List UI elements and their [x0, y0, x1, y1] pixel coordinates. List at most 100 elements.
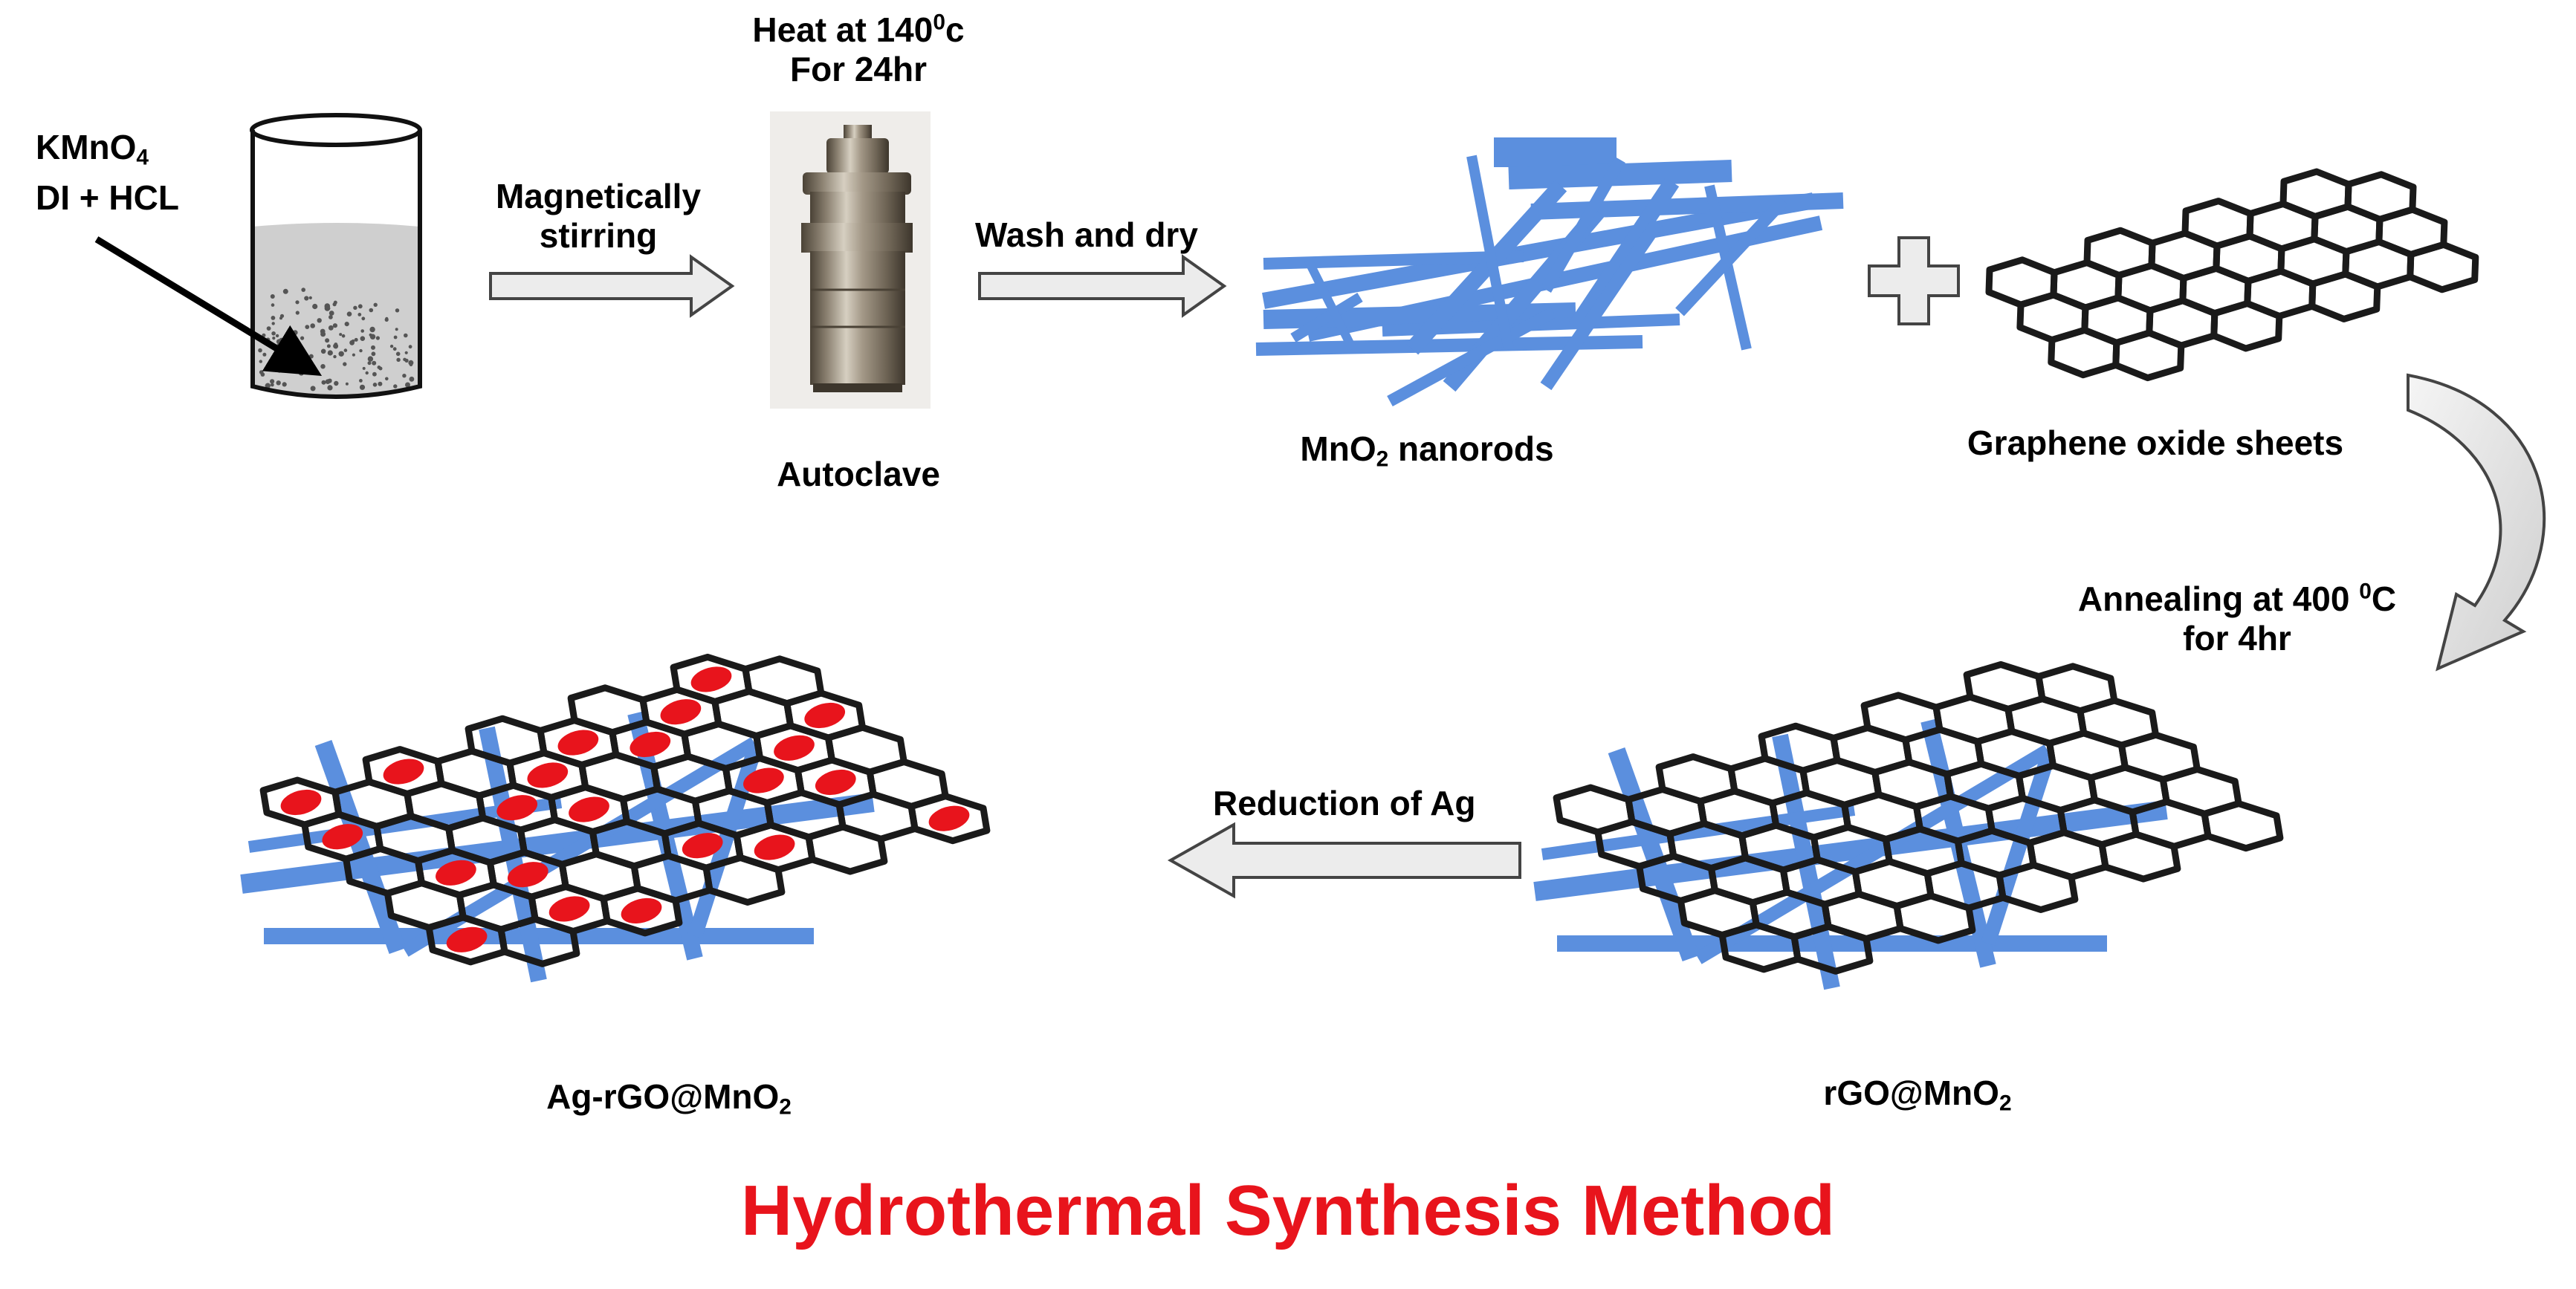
particle-dot	[409, 376, 415, 382]
silver-particle	[754, 834, 795, 860]
silver-particle	[280, 789, 322, 816]
particle-dot	[329, 311, 334, 316]
particle-dot	[310, 386, 316, 392]
particle-dot	[352, 353, 355, 357]
particle-dot	[393, 384, 398, 389]
particle-dot	[377, 366, 381, 369]
nanorod	[1405, 180, 1567, 355]
particle-dot	[395, 351, 401, 357]
particle-dot	[343, 348, 348, 352]
page-title: Hydrothermal Synthesis Method	[740, 1171, 1836, 1250]
particle-dot	[258, 348, 262, 353]
particle-dot	[300, 336, 305, 340]
particle-dot	[369, 326, 375, 333]
nanorod	[1387, 306, 1556, 407]
particle-dot	[359, 379, 363, 383]
particle-dot	[351, 339, 355, 343]
particle-dot	[392, 347, 397, 351]
particle-dot	[271, 303, 275, 307]
particle-dot	[373, 302, 378, 307]
particle-dot	[272, 337, 276, 340]
particle-dot	[317, 318, 322, 323]
nanorod	[1263, 302, 1576, 329]
particle-dot	[279, 337, 285, 343]
particle-dot	[402, 374, 407, 378]
particle-dot	[270, 383, 274, 387]
particle-dot	[371, 345, 375, 350]
reduction-arrow	[1167, 822, 1521, 899]
silver-particle	[815, 769, 856, 796]
rgo-mno2-composite	[1533, 660, 2284, 990]
silver-particle	[682, 833, 723, 859]
particle-dot	[332, 323, 337, 328]
reduction-label: Reduction of Ag	[1213, 784, 1476, 822]
rgo-mno2-label: rGO@MnO2	[1823, 1074, 2012, 1116]
particle-dot	[271, 331, 276, 336]
silver-particle	[322, 824, 363, 850]
particle-dot	[343, 362, 347, 366]
particle-dot	[265, 383, 271, 389]
nanorod	[1675, 196, 1788, 316]
particle-dot	[393, 335, 398, 340]
wash-arrow	[978, 254, 1227, 318]
particle-dot	[359, 384, 366, 390]
silver-particle	[446, 926, 488, 952]
particle-dot	[312, 303, 318, 310]
particle-dot	[298, 370, 304, 376]
particle-dot	[372, 371, 377, 377]
mno2-nanorods-label: MnO2 nanorods	[1300, 429, 1554, 472]
particle-dot	[360, 336, 366, 342]
silver-particle	[557, 730, 599, 756]
particle-dot	[360, 329, 365, 333]
particle-dot	[320, 364, 326, 369]
reagent-pointer-arrow	[94, 236, 323, 377]
silver-particle	[774, 735, 815, 761]
silver-particle	[928, 805, 970, 831]
kmno4-label: KMnO4	[36, 128, 149, 170]
nanorod	[1508, 160, 1732, 189]
particle-dot	[326, 344, 331, 348]
heat-label: Heat at 1400c For 24hr	[752, 10, 965, 88]
stirring-label: Magnetically stirring	[495, 177, 702, 255]
particle-dot	[271, 322, 275, 325]
particle-dot	[329, 315, 333, 319]
particle-dot	[282, 288, 288, 294]
nanorod	[314, 739, 407, 955]
silver-particle	[548, 896, 590, 922]
beaker-icon	[94, 113, 422, 399]
silver-particle	[436, 860, 476, 886]
particle-dot	[375, 336, 380, 340]
particle-dot	[405, 382, 410, 388]
particle-dot	[341, 334, 346, 338]
particle-dot	[372, 360, 377, 366]
ag-rgo-mno2-composite	[240, 653, 991, 983]
graphene-lattice	[259, 653, 991, 967]
particle-dot	[266, 326, 271, 331]
particle-dot	[359, 348, 363, 353]
particle-dot	[361, 316, 366, 321]
particle-dot	[403, 357, 407, 362]
particle-dot	[333, 354, 337, 359]
particle-dot	[320, 331, 326, 337]
nanorod	[1541, 804, 1856, 860]
particle-dot	[378, 381, 383, 386]
particle-dot	[271, 316, 276, 320]
particle-dot	[304, 296, 309, 301]
silver-particle	[690, 666, 732, 692]
di-hcl-label: DI + HCL	[36, 178, 179, 217]
autoclave-icon	[770, 111, 931, 409]
particle-dot	[339, 333, 343, 337]
silver-nanoparticles	[280, 666, 970, 952]
nanorod	[1290, 293, 1363, 342]
stirring-arrow	[489, 254, 735, 318]
wash-dry-label: Wash and dry	[975, 215, 1198, 254]
particle-dot	[260, 372, 265, 377]
particle-dot	[270, 294, 275, 299]
nanorod	[1530, 192, 1844, 220]
particle-dot	[357, 304, 363, 309]
particle-dot	[353, 305, 357, 310]
particle-dot	[367, 361, 372, 366]
particle-dot	[270, 379, 275, 384]
particle-dot	[338, 351, 344, 357]
particle-dot	[344, 322, 349, 327]
